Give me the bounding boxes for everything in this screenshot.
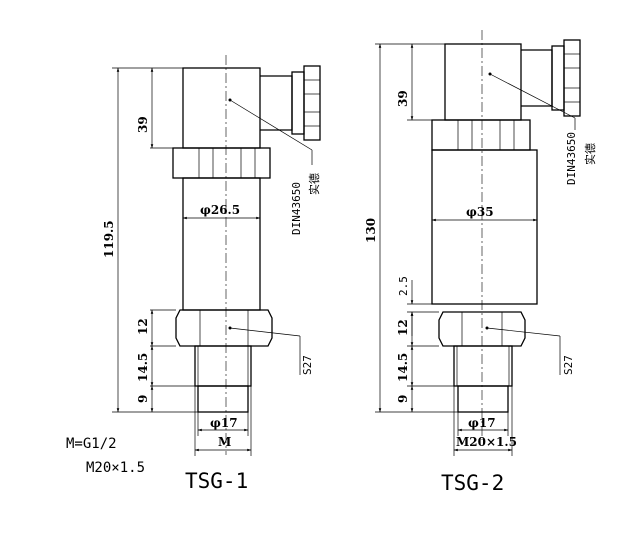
note-line-2: M20×1.5: [86, 460, 145, 476]
tsg2-body-dia: φ35: [466, 205, 494, 219]
tsg2-drawing: DIN43650 实德 φ35 S27 φ17 M20×1.5: [364, 30, 597, 495]
tsg1-connector-sub: 实德: [307, 173, 321, 195]
tsg2-thread: [453, 345, 513, 387]
tsg1-top-housing: [182, 67, 261, 149]
tsg1-tip: [197, 385, 249, 413]
tsg1-title: TSG-1: [185, 469, 248, 493]
tsg1-body-dia: φ26.5: [200, 203, 240, 217]
tsg1-dim-thread: 14.5: [136, 353, 150, 382]
tsg2-tip-dia: φ17: [468, 416, 496, 430]
tsg1-nut: [172, 147, 271, 179]
tsg2-dim-top: 39: [396, 90, 410, 107]
tsg2-body: [431, 149, 538, 305]
tsg1-body: [182, 177, 261, 311]
tsg2-hex-label: S27: [562, 355, 575, 375]
tsg2-dim-overall: 130: [364, 218, 378, 243]
tsg2-connector-label: DIN43650: [565, 132, 578, 185]
tsg2-title: TSG-2: [441, 471, 504, 495]
tsg1-connector: [260, 65, 321, 141]
tsg1-dim-hex: 12: [136, 318, 150, 335]
tsg2-dim-thread: 14.5: [396, 353, 410, 382]
tsg2-tip: [457, 385, 509, 413]
tsg2-nut: [431, 119, 531, 151]
tsg1-thread-label: M: [218, 435, 231, 449]
note-line-1: M=G1/2: [66, 436, 117, 452]
tsg1-dim-tip: 9: [136, 395, 150, 403]
tsg2-thread-label: M20×1.5: [456, 435, 517, 449]
tsg1-dim-top: 39: [136, 116, 150, 133]
tsg2-dim-tip: 9: [396, 395, 410, 403]
tsg2-dim-hex: 12: [396, 319, 410, 336]
tsg1-hex-label: S27: [301, 355, 314, 375]
tsg2-top-housing: [444, 43, 522, 121]
tsg1-drawing: DIN43650 实德 φ26.5 S27 φ17: [102, 55, 321, 493]
tsg1-thread: [194, 345, 252, 387]
tsg2-hex: [438, 311, 526, 347]
tsg1-connector-label: DIN43650: [290, 182, 303, 235]
tsg2-connector: [521, 39, 581, 117]
tsg1-hex: [175, 309, 273, 347]
tsg1-dim-overall: 119.5: [102, 220, 116, 258]
tsg1-tip-dia: φ17: [210, 416, 238, 430]
tsg2-connector-sub: 实德: [583, 143, 597, 165]
tsg2-dim-gap: 2.5: [397, 276, 410, 296]
